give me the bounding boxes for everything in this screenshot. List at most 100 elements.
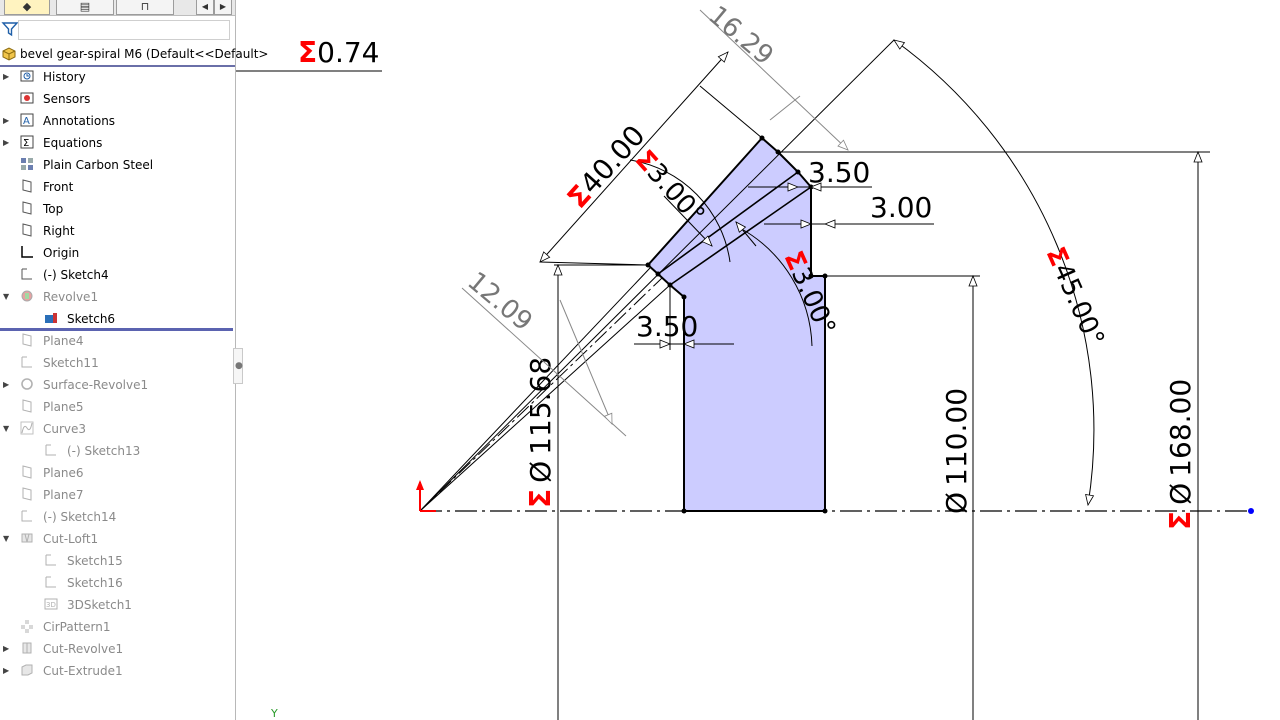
- diameter-symbol: Ø: [940, 492, 973, 514]
- sketch-icon: [45, 554, 56, 566]
- tree-item-sketch4[interactable]: (-) Sketch4: [0, 264, 235, 286]
- tree-item-plane7[interactable]: Plane7: [0, 484, 235, 506]
- dim-width-step[interactable]: 3.50: [636, 310, 698, 343]
- chevron-left-icon: ◀: [201, 2, 209, 11]
- tree-item-equations[interactable]: ▶ Σ Equations: [0, 132, 235, 154]
- scroll-left-button[interactable]: ◀: [196, 0, 214, 15]
- filter-icon[interactable]: [1, 21, 19, 37]
- tree-item-plane4[interactable]: Plane4: [0, 330, 235, 352]
- tree-item-plane5[interactable]: Plane5: [0, 396, 235, 418]
- tree-item-label: Origin: [43, 246, 80, 260]
- revolve-icon: [21, 290, 33, 302]
- scroll-right-button[interactable]: ▶: [214, 0, 232, 15]
- ext-line-16-29: [769, 95, 801, 121]
- expand-down-icon[interactable]: ▼: [3, 534, 10, 543]
- tree-item-cut-loft1[interactable]: ▼Cut-Loft1: [0, 528, 235, 550]
- history-icon: [20, 70, 34, 82]
- dim-angle-main[interactable]: Σ45.00°: [1040, 243, 1110, 351]
- tree-item-surface-revolve1[interactable]: ▶ Surface-Revolve1: [0, 374, 235, 396]
- tree-item-label: Surface-Revolve1: [43, 378, 149, 392]
- expand-down-icon[interactable]: ▼: [3, 424, 10, 433]
- dim-line-12-09: [559, 299, 613, 425]
- tree-item-sketch14[interactable]: (-) Sketch14: [0, 506, 235, 528]
- dim-line-40: [539, 51, 729, 263]
- dim-chamfer-top[interactable]: 16.29: [703, 0, 779, 71]
- tree-item-cut-extrude1[interactable]: ▶Cut-Extrude1: [0, 660, 235, 682]
- expand-right-icon[interactable]: ▶: [3, 72, 10, 81]
- tree-item-label: 3DSketch1: [67, 598, 132, 612]
- tree-item-label: Revolve1: [43, 290, 99, 304]
- tree-item-plane6[interactable]: Plane6: [0, 462, 235, 484]
- tree-item-right[interactable]: Right: [0, 220, 235, 242]
- tree-item-origin[interactable]: Origin: [0, 242, 235, 264]
- tree-item-sketch13[interactable]: (-) Sketch13: [0, 440, 235, 462]
- property-manager-tab[interactable]: ▤: [56, 0, 114, 15]
- equations-icon: Σ: [20, 135, 34, 149]
- expand-right-icon[interactable]: ▶: [3, 666, 10, 675]
- expand-right-icon[interactable]: ▶: [3, 138, 10, 147]
- tree-item-history[interactable]: ▶History: [0, 66, 235, 88]
- tree-item-label: Sketch11: [43, 356, 99, 370]
- tree-item-top[interactable]: Top: [0, 198, 235, 220]
- tree-item-cirpattern1[interactable]: CirPattern1: [0, 616, 235, 638]
- plane-icon: [22, 399, 32, 413]
- tree-item-front[interactable]: Front: [0, 176, 235, 198]
- dim-angle-small-a[interactable]: Σ3.00°: [629, 145, 711, 231]
- part-root-item[interactable]: bevel gear-spiral M6 (Default<<Default>: [0, 44, 268, 64]
- tree-item-sketch16[interactable]: Sketch16: [0, 572, 235, 594]
- circular-pattern-icon: [21, 620, 33, 633]
- dim-dia-outer-value: 168.00: [1164, 379, 1197, 477]
- graphics-area[interactable]: Σ0.74 Y Σ45.00° ΣØ168.00 Ø110.00 ΣØ115.6…: [236, 0, 1280, 720]
- tree-item-sketch11[interactable]: Sketch11: [0, 352, 235, 374]
- dim-dia-outer[interactable]: ΣØ168.00: [1164, 379, 1197, 530]
- tree-item-label: (-) Sketch4: [43, 268, 109, 282]
- tree-item-cut-revolve1[interactable]: ▶ Cut-Revolve1: [0, 638, 235, 660]
- tree-item-plain-carbon-steel[interactable]: Plain Carbon Steel: [0, 154, 235, 176]
- sketch-icon: [45, 444, 56, 456]
- configuration-manager-icon: ⊓: [140, 0, 150, 13]
- part-icon: [2, 47, 16, 61]
- tree-item-label: Annotations: [43, 114, 116, 128]
- svg-text:A: A: [23, 116, 30, 127]
- dim-angle-small-a-value: 3.00°: [641, 158, 711, 231]
- root-separator: [0, 65, 235, 67]
- feature-manager-tab[interactable]: ◆: [4, 0, 50, 15]
- tree-item-label: Cut-Revolve1: [43, 642, 124, 656]
- panel-resize-handle[interactable]: ●: [233, 348, 243, 384]
- sigma-mark: Σ: [298, 36, 317, 69]
- dim-top-left[interactable]: Σ0.74: [298, 36, 379, 69]
- tree-item-label: Plane7: [43, 488, 84, 502]
- filter-row: [0, 16, 235, 42]
- feature-manager-panel: ◆ ▤ ⊓ ◀ ▶ bevel gear-spiral M6 (Default<…: [0, 0, 268, 720]
- svg-text:3D: 3D: [46, 601, 56, 609]
- dim-dia-inner-value: 115.68: [524, 357, 557, 455]
- rollback-bar[interactable]: [0, 328, 233, 331]
- sensors-icon: [20, 92, 34, 104]
- dim-chamfer-ref[interactable]: 12.09: [462, 266, 538, 337]
- origin-marker[interactable]: [416, 480, 436, 512]
- tree-item-sensors[interactable]: Sensors: [0, 88, 235, 110]
- dim-width-top[interactable]: 3.50: [808, 156, 870, 189]
- dim-dia-inner[interactable]: ΣØ115.68: [524, 357, 557, 508]
- dim-dia-mid[interactable]: Ø110.00: [940, 388, 973, 514]
- tree-item-label: Equations: [43, 136, 103, 150]
- expand-down-icon[interactable]: ▼: [3, 292, 10, 301]
- expand-right-icon[interactable]: ▶: [3, 116, 10, 125]
- tree-item-label: CirPattern1: [43, 620, 111, 634]
- expand-right-icon[interactable]: ▶: [3, 644, 10, 653]
- tree-item-sketch15[interactable]: Sketch15: [0, 550, 235, 572]
- expand-right-icon[interactable]: ▶: [3, 380, 10, 389]
- filter-input[interactable]: [18, 20, 230, 40]
- inner-slant-line-2[interactable]: [669, 186, 812, 286]
- sketch-canvas[interactable]: Σ0.74 Y Σ45.00° ΣØ168.00 Ø110.00 ΣØ115.6…: [236, 0, 1280, 720]
- tree-item-3dsketch1[interactable]: 3D 3DSketch1: [0, 594, 235, 616]
- property-manager-icon: ▤: [79, 0, 91, 13]
- tree-item-annotations[interactable]: ▶ A Annotations: [0, 110, 235, 132]
- tree-item-curve3[interactable]: ▼Curve3: [0, 418, 235, 440]
- tree-item-revolve1[interactable]: ▼ Revolve1: [0, 286, 235, 308]
- dim-offset-right[interactable]: 3.00: [870, 191, 932, 224]
- tree-item-sketch6[interactable]: Sketch6: [0, 308, 235, 330]
- centerline-endpoint[interactable]: [1248, 508, 1254, 514]
- configuration-manager-tab[interactable]: ⊓: [116, 0, 174, 15]
- dim-line-16-29: [699, 9, 849, 151]
